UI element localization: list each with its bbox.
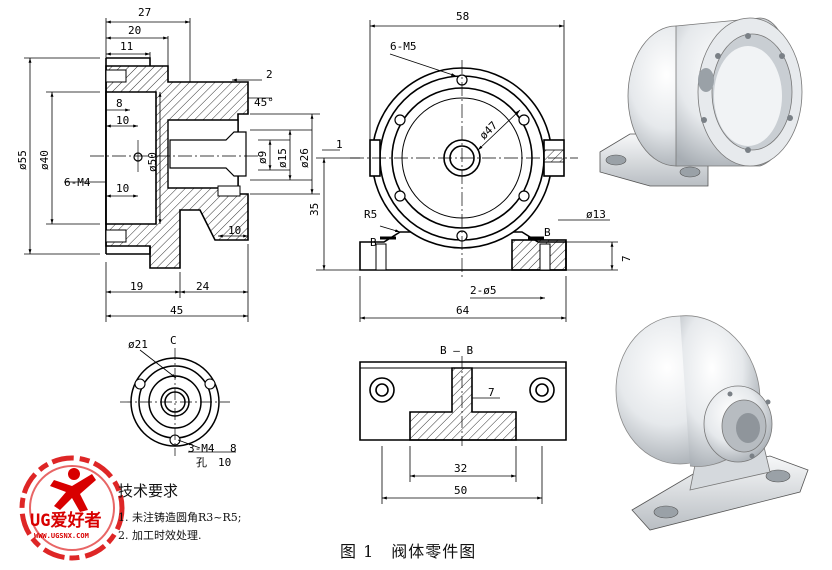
section-mark-b-right: B xyxy=(544,226,551,239)
dim-20: 20 xyxy=(128,24,141,37)
dim-d15: ø15 xyxy=(276,148,289,168)
render-3d-top xyxy=(599,17,803,187)
dim-8: 8 xyxy=(116,97,123,110)
dim-2: 2 xyxy=(266,68,273,81)
side-view-dimension-lines xyxy=(24,18,320,322)
section-b-b-texts: B — B 7 32 50 xyxy=(440,344,495,497)
logo-figure-icon xyxy=(50,468,96,512)
dim-45-deg: 45° xyxy=(254,96,274,109)
dim-3-m4: 3-M4 xyxy=(188,442,215,455)
dim-58: 58 xyxy=(456,10,469,23)
dim-6-m5: 6-M5 xyxy=(390,40,417,53)
front-view-dimension-lines xyxy=(316,20,618,322)
dim-2-d5: 2-ø5 xyxy=(470,284,497,297)
tech-requirements-notes: 1. 未注铸造圆角R3~R5; 2. 加工时效处理. xyxy=(118,509,241,545)
tech-note-1: 1. 未注铸造圆角R3~R5; xyxy=(118,511,242,524)
dim-45: 45 xyxy=(170,304,183,317)
section-b-b xyxy=(359,356,567,446)
dim-d40: ø40 xyxy=(38,150,51,170)
dim-7-bb: 7 xyxy=(488,386,495,399)
figure-caption: 图 1 阀体零件图 xyxy=(340,542,477,561)
tech-note-2: 2. 加工时效处理. xyxy=(118,529,202,542)
view-c xyxy=(120,348,230,456)
dim-27: 27 xyxy=(138,6,151,19)
dim-50: 50 xyxy=(454,484,467,497)
dim-d50: ø50 xyxy=(146,152,159,172)
dim-10-c: 10 xyxy=(228,224,241,237)
section-mark-b-left: B xyxy=(370,236,377,249)
dim-64: 64 xyxy=(456,304,470,317)
dim-d55: ø55 xyxy=(16,150,29,170)
dim-10-b: 10 xyxy=(116,182,129,195)
render-3d-bottom xyxy=(615,315,809,531)
front-view xyxy=(350,60,578,280)
logo-url-text: WWW.UGSNX.COM xyxy=(34,532,89,540)
tech-requirements-title: 技术要求 xyxy=(118,482,179,500)
view-c-label: C xyxy=(170,334,177,347)
view-c-dims xyxy=(139,349,236,453)
dim-r5: R5 xyxy=(364,208,377,221)
dim-thread-depth: 8 xyxy=(230,442,237,455)
front-view-dimension-texts: 58 6-M5 ø47 35 1 R5 B B ø13 7 2-ø5 64 xyxy=(308,10,633,317)
view-c-texts: C ø21 3-M4 8 孔 10 xyxy=(128,334,237,469)
logo-main-text: UG爱好者 xyxy=(30,510,101,531)
dim-hole-depth: 10 xyxy=(218,456,231,469)
dim-hole-mark: 孔 xyxy=(196,456,207,469)
dim-24: 24 xyxy=(196,280,210,293)
dim-tick-1: 1 xyxy=(336,138,343,151)
dim-d13: ø13 xyxy=(586,208,606,221)
dim-32: 32 xyxy=(454,462,467,475)
dim-d21: ø21 xyxy=(128,338,148,351)
section-b-b-title: B — B xyxy=(440,344,473,357)
dim-7: 7 xyxy=(620,255,633,262)
section-b-b-dims xyxy=(381,397,543,504)
dim-6-m4: 6-M4 xyxy=(64,176,91,189)
dim-35: 35 xyxy=(308,203,321,216)
dim-d9: ø9 xyxy=(256,151,269,164)
dim-11: 11 xyxy=(120,40,133,53)
dim-d26: ø26 xyxy=(298,148,311,168)
dim-19: 19 xyxy=(130,280,143,293)
side-view-dimension-texts: 27 20 11 2 45° 8 10 ø55 ø40 ø50 ø9 ø15 ø… xyxy=(16,6,311,317)
dim-10-a: 10 xyxy=(116,114,129,127)
logo-stamp: UG爱好者 WWW.UGSNX.COM xyxy=(19,455,125,561)
